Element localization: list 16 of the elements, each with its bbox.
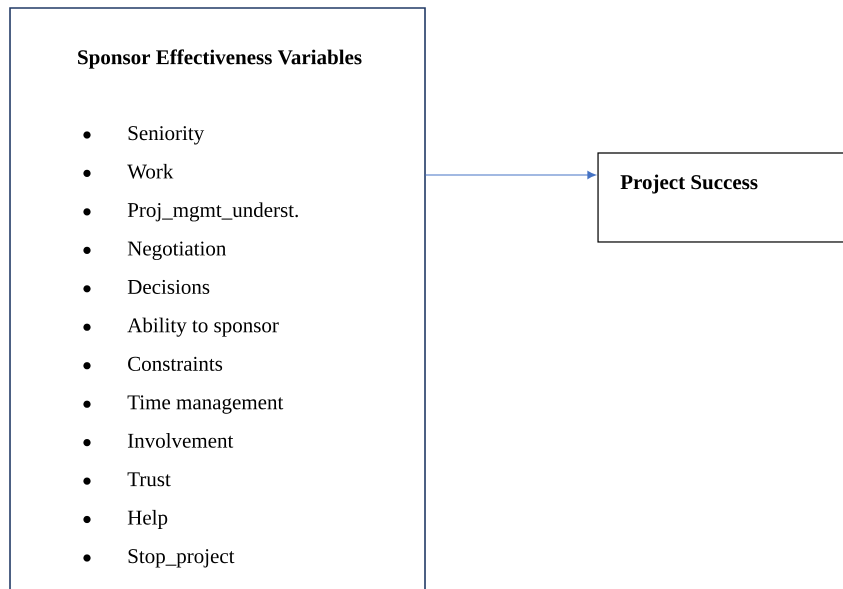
list-item: Decisions: [128, 280, 210, 294]
list-item: Proj_mgmt_underst.: [128, 202, 298, 222]
list-item: Work: [127, 164, 174, 179]
list-item: Stop_project: [128, 549, 234, 568]
list-item: Trust: [128, 472, 171, 486]
list-item: Time management: [128, 395, 284, 414]
list-item: Seniority: [128, 126, 204, 145]
arrow: [424, 170, 596, 180]
list-item: Involvement: [128, 433, 234, 448]
list-heading: Sponsor Effectiveness Variables: [78, 49, 362, 69]
list-item: Ability to sponsor: [127, 318, 279, 337]
process-box: Project Success: [597, 152, 843, 243]
list-item: Negotiation: [128, 242, 226, 260]
list-item: Help: [128, 510, 168, 529]
list-box: [9, 7, 426, 589]
list-item: Constraints: [128, 356, 222, 371]
